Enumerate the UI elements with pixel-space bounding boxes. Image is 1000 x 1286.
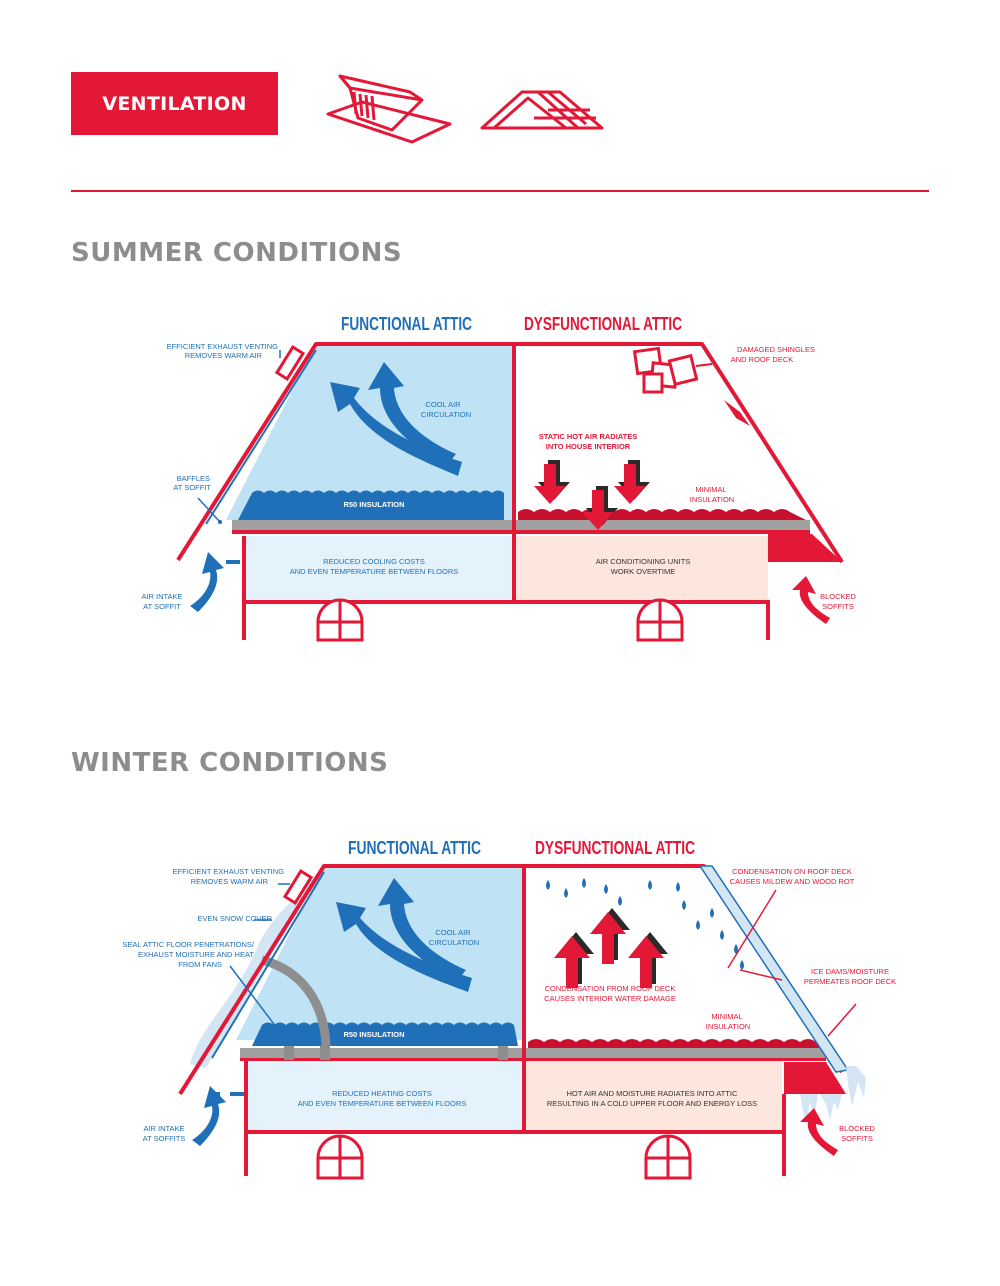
static-hot-air-arrows-icon [534,460,650,530]
exhaust-label-1: EFFICIENT EXHAUST VENTING [167,342,279,351]
blocked-intake-arrow-icon [792,576,830,624]
ventilation-badge: VENTILATION [71,72,278,135]
baffles-label-2: AT SOFFIT [173,483,211,492]
intake-label-2: AT SOFFITS [143,1134,186,1143]
condensation-interior-label-2: CAUSES INTERIOR WATER DAMAGE [544,994,676,1003]
cool-air-arrows-icon [336,878,472,992]
blocked-soffit [784,1062,846,1094]
condensation-deck-label-1: CONDENSATION ON ROOF DECK [732,867,852,876]
condensation-interior-label-1: CONDENSATION FROM ROOF DECK [545,984,676,993]
blocked-label-1: BLOCKED [820,592,856,601]
functional-floor-fill [244,536,514,602]
roof-vent-icon [326,74,452,144]
exhaust-vent [274,345,306,381]
dysfunctional-floor-fill [524,1060,782,1132]
minimal-label-1: MINIMAL [711,1012,742,1021]
damaged-shingles-icon [632,346,699,394]
floor-left-label-1: REDUCED COOLING COSTS [323,557,425,566]
intake-label-2: AT SOFFIT [143,602,181,611]
summer-diagram: FUNCTIONAL ATTIC DYSFUNCTIONAL ATTIC EFF… [141,314,856,642]
exhaust-label-2: REMOVES WARM AIR [185,351,263,360]
floor-right-label-1: AIR CONDITIONING UNITS [596,557,691,566]
dysfunctional-attic-title: DYSFUNCTIONAL ATTIC [524,314,682,334]
minimal-insulation [518,509,806,520]
air-intake-arrow-icon [190,552,224,612]
ceiling-slab [240,1048,826,1058]
blocked-label-2: SOFFITS [841,1134,873,1143]
r50-insulation [238,490,504,520]
dysfunctional-attic-title: DYSFUNCTIONAL ATTIC [535,838,695,858]
functional-attic-air [236,866,524,1040]
minimal-label-1: MINIMAL [695,485,726,494]
floor-left-label-1: REDUCED HEATING COSTS [332,1089,432,1098]
seal-label-2: EXHAUST MOISTURE AND HEAT [138,950,254,959]
window-left [316,598,364,642]
damaged-label-1: DAMAGED SHINGLES [737,345,815,354]
header-divider [71,190,929,192]
cool-air-label-1: COOL AIR [435,928,471,937]
window-right [644,1134,692,1180]
floor-left-label-2: AND EVEN TEMPERATURE BETWEEN FLOORS [298,1099,467,1108]
seal-label-3: FROM FANS [178,960,222,969]
floor-right-label-2: WORK OVERTIME [611,567,675,576]
shingle-roof-icon [480,90,604,130]
house-walls [242,536,770,640]
floor-right-label-1: HOT AIR AND MOISTURE RADIATES INTO ATTIC [567,1089,738,1098]
air-intake-arrow-icon [192,1086,226,1146]
roof-outline [176,342,844,564]
blocked-intake-arrow-icon [800,1108,838,1156]
dysfunctional-floor-fill [514,536,768,602]
static-label-1: STATIC HOT AIR RADIATES [539,432,637,441]
winter-diagram: FUNCTIONAL ATTIC DYSFUNCTIONAL ATTIC EFF… [122,838,896,1180]
functional-attic-title: FUNCTIONAL ATTIC [348,838,481,858]
functional-floor-fill [246,1060,524,1132]
functional-attic-air [226,344,514,520]
fan-duct [260,955,331,1047]
baffles-label-1: BAFFLES [177,474,210,483]
minimal-label-2: INSULATION [690,495,734,504]
intake-label-1: AIR INTAKE [141,592,182,601]
water-droplets-icon [546,878,744,970]
window-right [636,598,684,642]
cool-air-label-1: COOL AIR [425,400,461,409]
functional-attic-title: FUNCTIONAL ATTIC [341,314,472,334]
floor-left-label-2: AND EVEN TEMPERATURE BETWEEN FLOORS [290,567,459,576]
damaged-label-2: AND ROOF DECK [731,355,794,364]
blocked-soffit [768,534,842,562]
minimal-label-2: INSULATION [706,1022,750,1031]
exhaust-label-1: EFFICIENT EXHAUST VENTING [173,867,285,876]
static-label-2: INTO HOUSE INTERIOR [546,442,631,451]
exhaust-vent [282,869,314,905]
insulation-label: R50 INSULATION [343,500,404,509]
summer-title: SUMMER CONDITIONS [71,238,403,268]
winter-title: WINTER CONDITIONS [71,748,389,778]
ceiling-slab [232,520,810,530]
blocked-label-1: BLOCKED [839,1124,875,1133]
ice-label-2: PERMEATES ROOF DECK [804,977,896,986]
ice-label-1: ICE DAMS/MOISTURE [811,967,889,976]
seal-label-1: SEAL ATTIC FLOOR PENETRATIONS/ [122,940,254,949]
snow-label: EVEN SNOW COVER [197,914,272,923]
insulation-label: R50 INSULATION [343,1030,404,1039]
exhaust-label-2: REMOVES WARM AIR [191,877,269,886]
minimal-insulation [528,1039,822,1048]
blocked-label-2: SOFFITS [822,602,854,611]
cool-air-arrows-icon [330,362,462,476]
rising-moisture-arrows-icon [554,908,668,988]
cool-air-label-2: CIRCULATION [429,938,479,947]
floor-right-label-2: RESULTING IN A COLD UPPER FLOOR AND ENER… [547,1099,757,1108]
condensation-deck-label-2: CAUSES MILDEW AND WOOD ROT [730,877,855,886]
r50-insulation [252,1022,518,1046]
cool-air-label-2: CIRCULATION [421,410,471,419]
window-left [316,1134,364,1180]
intake-label-1: AIR INTAKE [143,1124,184,1133]
